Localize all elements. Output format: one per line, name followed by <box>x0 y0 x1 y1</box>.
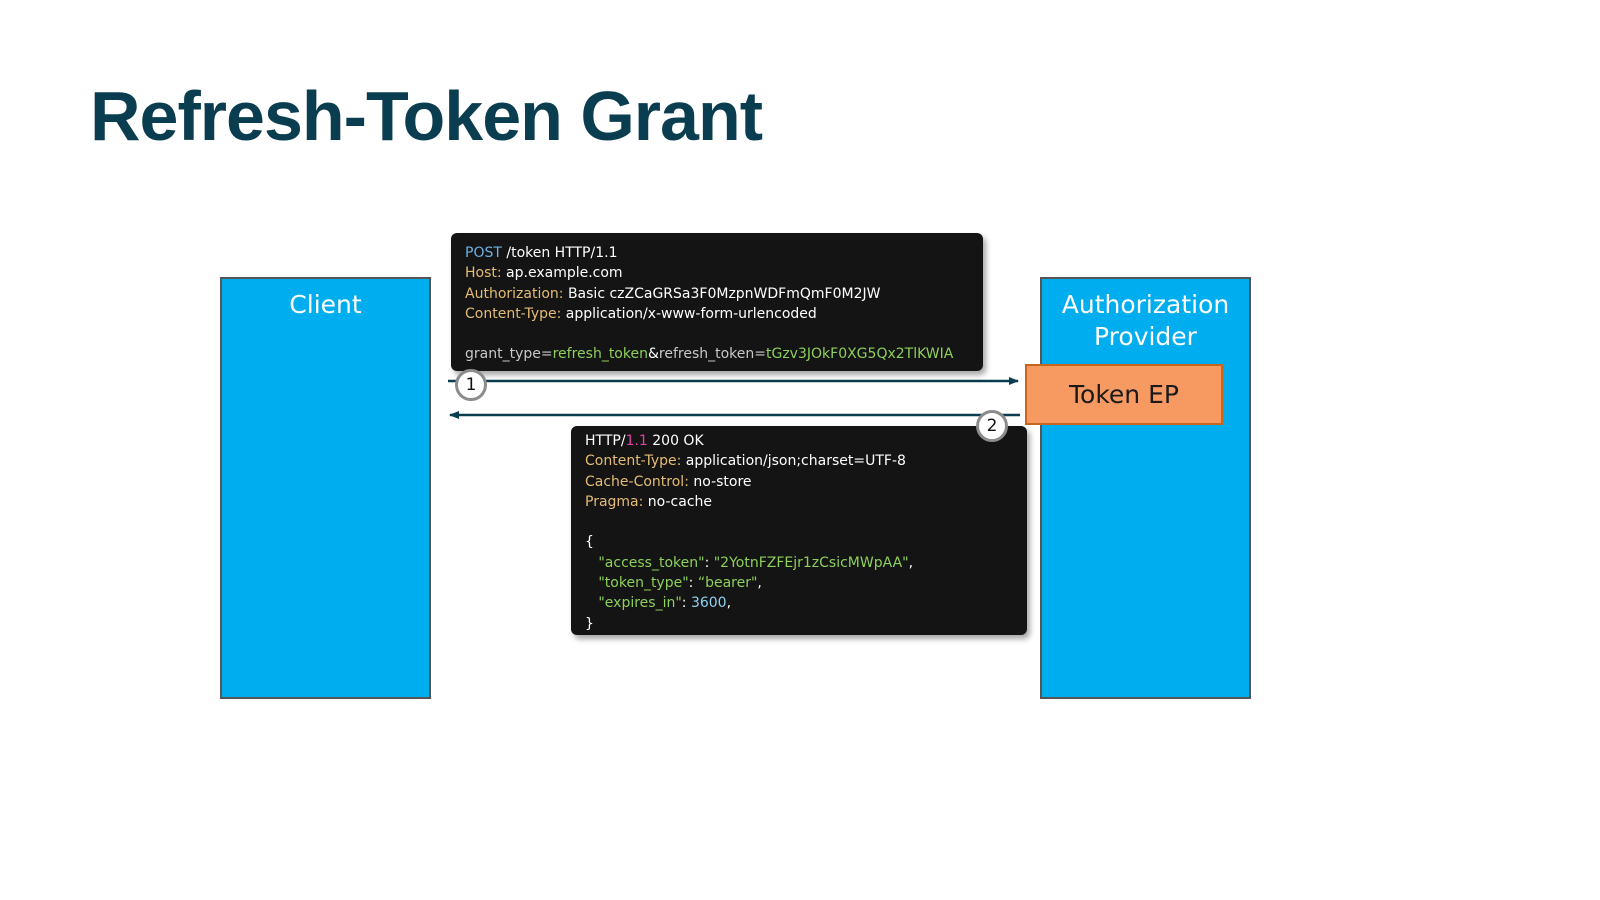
request-line-1: POST /token HTTP/1.1 <box>465 243 969 263</box>
response-token-type-key: "token_type" <box>585 575 689 592</box>
request-blank-line <box>465 324 969 344</box>
response-pragma-value: no-cache <box>643 493 713 510</box>
authorization-provider-title-line2: Provider <box>1094 322 1197 351</box>
request-auth-value: Basic czZCaGRSa3F0MzpnWDFmQmF0M2JW <box>563 285 881 302</box>
response-cache-control-key: Cache-Control: <box>585 473 689 490</box>
response-blank-line <box>585 512 1013 532</box>
request-host-key: Host: <box>465 265 502 282</box>
response-close-brace: } <box>585 615 594 632</box>
authorization-provider-title-line1: Authorization <box>1061 290 1230 319</box>
response-open-brace: { <box>585 534 594 551</box>
token-endpoint-box: Token EP <box>1025 364 1223 425</box>
request-auth-key: Authorization: <box>465 285 564 302</box>
request-grant-type-value: refresh_token <box>552 346 648 363</box>
request-body-line: grant_type=refresh_token&refresh_token=t… <box>465 344 969 364</box>
response-protocol-version: 1.1 <box>625 433 648 449</box>
response-cache-control-value: no-store <box>688 473 752 490</box>
response-access-token-key: "access_token" <box>585 554 705 571</box>
response-expires-in-line: "expires_in": 3600, <box>585 593 1013 613</box>
response-token-type-separator: : <box>688 575 698 592</box>
step-2-badge: 2 <box>976 410 1008 442</box>
response-line-1: HTTP/1.1 200 OK <box>585 431 1013 451</box>
response-expires-in-comma: , <box>726 595 732 612</box>
request-method: POST <box>465 245 502 261</box>
response-token-type-comma: , <box>757 575 762 592</box>
response-pragma-key: Pragma: <box>585 493 644 510</box>
response-access-token-value: "2YotnFZFEjr1zCsicMWpAA" <box>713 554 909 571</box>
response-access-token-line: "access_token": "2YotnFZFEjr1zCsicMWpAA"… <box>585 553 1013 573</box>
response-expires-in-key: "expires_in" <box>585 595 682 612</box>
request-host-value: ap.example.com <box>501 265 623 282</box>
request-grant-type-key: grant_type= <box>465 346 553 363</box>
request-line-2: Host: ap.example.com <box>465 263 969 283</box>
response-line-4: Pragma: no-cache <box>585 492 1013 512</box>
request-line-3: Authorization: Basic czZCaGRSa3F0MzpnWDF… <box>465 284 969 304</box>
authorization-provider-lane: Authorization Provider <box>1040 277 1251 699</box>
response-protocol-prefix: HTTP/ <box>585 433 626 449</box>
response-expires-in-separator: : <box>681 595 691 612</box>
client-lane: Client <box>220 277 431 699</box>
request-ampersand: & <box>647 346 659 363</box>
request-refresh-token-key: refresh_token= <box>658 346 766 363</box>
response-token-type-value: “bearer" <box>697 575 758 592</box>
response-line-3: Cache-Control: no-store <box>585 472 1013 492</box>
request-line-4: Content-Type: application/x-www-form-url… <box>465 304 969 324</box>
response-access-token-comma: , <box>908 554 914 571</box>
response-close-brace-line: } <box>585 614 1013 634</box>
request-path: /token HTTP/1.1 <box>501 245 618 261</box>
client-lane-title: Client <box>289 290 362 319</box>
response-open-brace-line: { <box>585 532 1013 552</box>
response-content-type-key: Content-Type: <box>585 453 682 470</box>
response-line-2: Content-Type: application/json;charset=U… <box>585 451 1013 471</box>
step-1-badge: 1 <box>455 369 487 401</box>
response-expires-in-value: 3600 <box>690 595 727 612</box>
request-content-type-value: application/x-www-form-urlencoded <box>561 305 817 322</box>
request-content-type-key: Content-Type: <box>465 305 562 322</box>
response-access-token-separator: : <box>704 554 714 571</box>
response-token-type-line: "token_type": “bearer", <box>585 573 1013 593</box>
response-status: 200 OK <box>647 433 704 449</box>
request-refresh-token-value: tGzv3JOkF0XG5Qx2TlKWIA <box>766 346 954 363</box>
page-title: Refresh-Token Grant <box>90 77 763 155</box>
response-content-type-value: application/json;charset=UTF-8 <box>681 453 906 470</box>
